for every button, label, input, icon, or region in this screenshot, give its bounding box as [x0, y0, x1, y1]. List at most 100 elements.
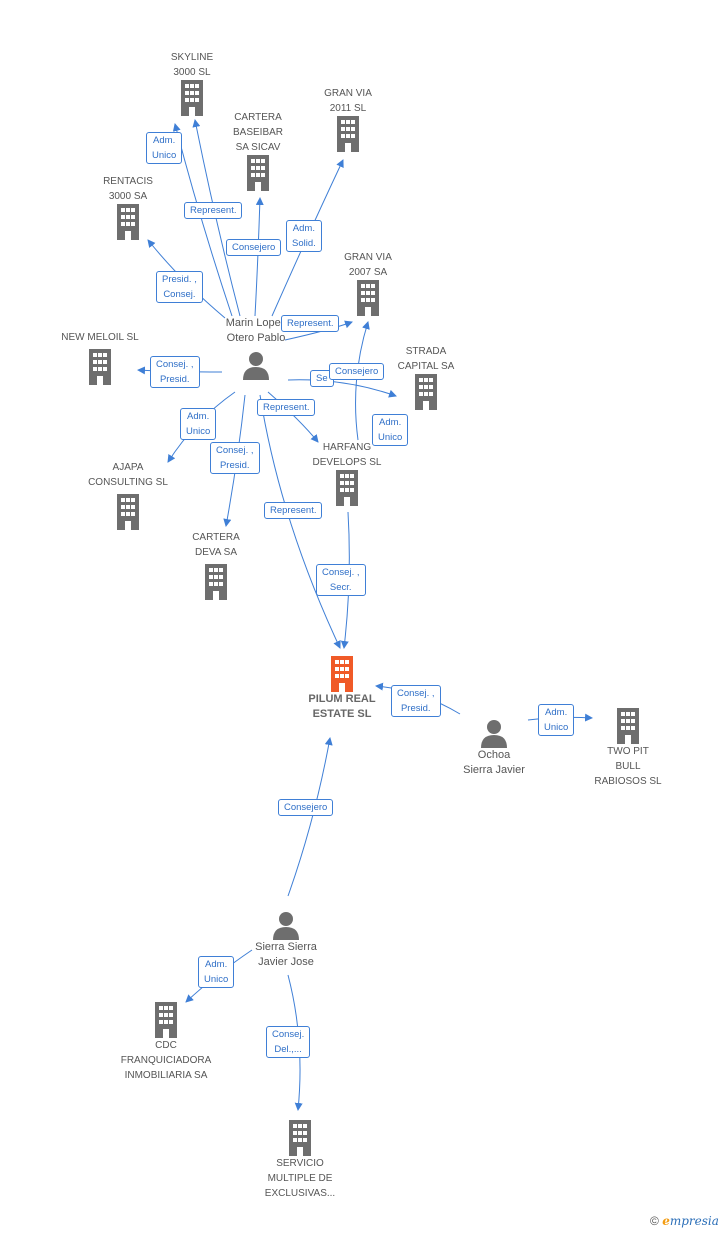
edge-label-represent[interactable]: Represent. [281, 315, 340, 332]
edge-label-consej-presid[interactable]: Consej. , Presid. [210, 442, 260, 474]
person-ochoa-sierra[interactable]: Ochoa Sierra Javier [450, 718, 538, 778]
brand-logo-e: e [662, 1214, 670, 1228]
person-name-line2: Javier Jose [258, 956, 314, 968]
edge-label-line2: Solid. [292, 238, 316, 249]
edge-label-line2: Presid. [219, 460, 250, 471]
edge-label-line1: Adm. [292, 223, 315, 234]
person-icon [243, 352, 269, 380]
company-name-line2: MULTIPLE DE [267, 1173, 333, 1184]
company-name-line1: TWO PIT [607, 746, 649, 757]
edge-label-consej-presid[interactable]: Consej. ,Presid. [391, 685, 441, 717]
edge-marin-pilum [259, 394, 341, 649]
company-name-line1: CDC [155, 1040, 177, 1051]
edge-label-line2: Unico [186, 426, 211, 437]
company-name-line1: CARTERA [234, 112, 282, 123]
edge-label-consejero[interactable]: Consejero [278, 799, 334, 816]
person-name-line1: Sierra Sierra [255, 941, 317, 953]
edge-label-consej-presid[interactable]: Consej. ,Presid. [150, 356, 200, 388]
person-name-line2: Sierra Javier [463, 764, 525, 776]
edge-label-line1: Adm. [187, 411, 210, 422]
edge-label-line1: Represent. [263, 402, 310, 413]
company-gran-via-2011[interactable]: GRAN VIA 2011 SL [308, 86, 388, 152]
edge-label-line1: Consej. , [216, 445, 254, 456]
edge-label-consej-secr[interactable]: Consej. ,Secr. [316, 564, 366, 596]
edge-label-line2: Unico [378, 432, 403, 443]
company-two-pit-bull[interactable]: TWO PIT BULL RABIOSOS SL [586, 708, 670, 789]
company-pilum-real-estate[interactable]: PILUM REAL ESTATE SL [296, 656, 388, 722]
person-marin-lopez[interactable]: Marin Lopez Otero Pablo [210, 316, 302, 380]
company-name-line3: SA SICAV [235, 142, 281, 153]
edge-label-adm-unico[interactable]: Adm. Unico [180, 408, 217, 440]
company-name-line2: CAPITAL SA [397, 361, 455, 372]
person-name-line1: Marin Lopez [225, 317, 287, 329]
company-name-line1: RENTACIS [103, 176, 153, 187]
company-cartera-baseibar[interactable]: CARTERA BASEIBAR SA SICAV [218, 110, 298, 191]
edge-label-line2: Unico [152, 150, 177, 161]
company-name-line2: BASEIBAR [232, 127, 284, 138]
company-name-line1: NEW MELOIL SL [61, 332, 139, 343]
edge-label-line1: Adm. [153, 135, 176, 146]
edge-label-secr[interactable]: Se [310, 370, 334, 387]
company-cartera-deva[interactable]: CARTERA DEVA SA [176, 530, 256, 600]
edge-marin-harfang [267, 391, 319, 443]
person-sierra-sierra[interactable]: Sierra Sierra Javier Jose [240, 910, 332, 970]
company-name-line2: 2011 SL [329, 103, 367, 114]
building-icon [181, 80, 203, 116]
brand-logo-text: mpresia [669, 1214, 719, 1228]
company-name-line1: SERVICIO [276, 1158, 324, 1169]
building-icon [117, 204, 139, 240]
edge-label-adm-unico[interactable]: Adm.Unico [538, 704, 575, 736]
edge-label-line2: Unico [544, 722, 569, 733]
person-name-line1: Ochoa [477, 749, 511, 761]
company-name-line2: DEVELOPS SL [312, 457, 382, 468]
edge-label-represent[interactable]: Represent. [184, 202, 243, 219]
company-name-line1: STRADA [405, 346, 447, 357]
edge-label-consejero[interactable]: Consejero [226, 239, 282, 256]
building-icon [617, 708, 639, 744]
edge-label-represent[interactable]: Represent. [264, 502, 323, 519]
edge-label-line1: Consej. , [156, 359, 194, 370]
edge-harfang-granvia2007 [355, 321, 370, 441]
company-rentacis-3000[interactable]: RENTACIS 3000 SA [88, 174, 168, 240]
building-icon [89, 349, 111, 385]
edge-label-adm-unico[interactable]: Adm. Unico [198, 956, 235, 988]
edge-label-line2: Consej. [163, 289, 196, 300]
edge-label-adm-solid[interactable]: Adm. Solid. [286, 220, 322, 252]
company-skyline-3000[interactable]: SKYLINE 3000 SL [152, 50, 232, 116]
edge-label-line1: Represent. [190, 205, 237, 216]
edge-label-consejero[interactable]: Consejero [329, 363, 385, 380]
edge-label-line2: Del.,... [274, 1044, 302, 1055]
company-name-line1: CARTERA [192, 532, 240, 543]
building-icon [155, 1002, 177, 1038]
person-name-line2: Otero Pablo [226, 332, 286, 344]
company-name-line1: PILUM REAL [308, 693, 376, 705]
building-icon [205, 564, 227, 600]
footer-brand[interactable]: © empresia [650, 1214, 719, 1228]
company-cdc-franquiciadora[interactable]: CDC FRANQUICIADORA INMOBILIARIA SA [112, 1002, 220, 1083]
edge-label-line1: Represent. [270, 505, 317, 516]
company-ajapa-consulting[interactable]: AJAPA CONSULTING SL [78, 460, 178, 530]
company-harfang-develops[interactable]: HARFANG DEVELOPS SL [302, 440, 392, 506]
building-icon-main [331, 656, 353, 692]
edge-label-line1: Consej. [272, 1029, 305, 1040]
company-name-line1: SKYLINE [170, 52, 214, 63]
company-gran-via-2007[interactable]: GRAN VIA 2007 SA [328, 250, 408, 316]
edge-label-consej-del[interactable]: Consej. Del.,... [266, 1026, 311, 1058]
company-name-line2: 3000 SA [108, 191, 148, 202]
edge-label-line2: Unico [204, 974, 229, 985]
edge-label-line1: Represent. [287, 318, 334, 329]
company-name-line2: 3000 SL [173, 67, 211, 78]
company-servicio-multiple[interactable]: SERVICIO MULTIPLE DE EXCLUSIVAS... [250, 1120, 350, 1201]
company-new-meloil[interactable]: NEW MELOIL SL [50, 330, 150, 385]
building-icon [336, 470, 358, 506]
edge-label-adm-unico[interactable]: Adm. Unico [146, 132, 183, 164]
edge-label-line1: Se [316, 373, 328, 384]
edge-label-presid-consej[interactable]: Presid. ,Consej. [156, 271, 203, 303]
edge-label-line1: Adm. [205, 959, 228, 970]
building-icon [289, 1120, 311, 1156]
edge-label-adm-unico[interactable]: Adm.Unico [372, 414, 409, 446]
edge-label-line1: Consej. , [397, 688, 435, 699]
edge-label-represent[interactable]: Represent. [257, 399, 316, 416]
company-strada-capital[interactable]: STRADA CAPITAL SA [386, 344, 466, 410]
